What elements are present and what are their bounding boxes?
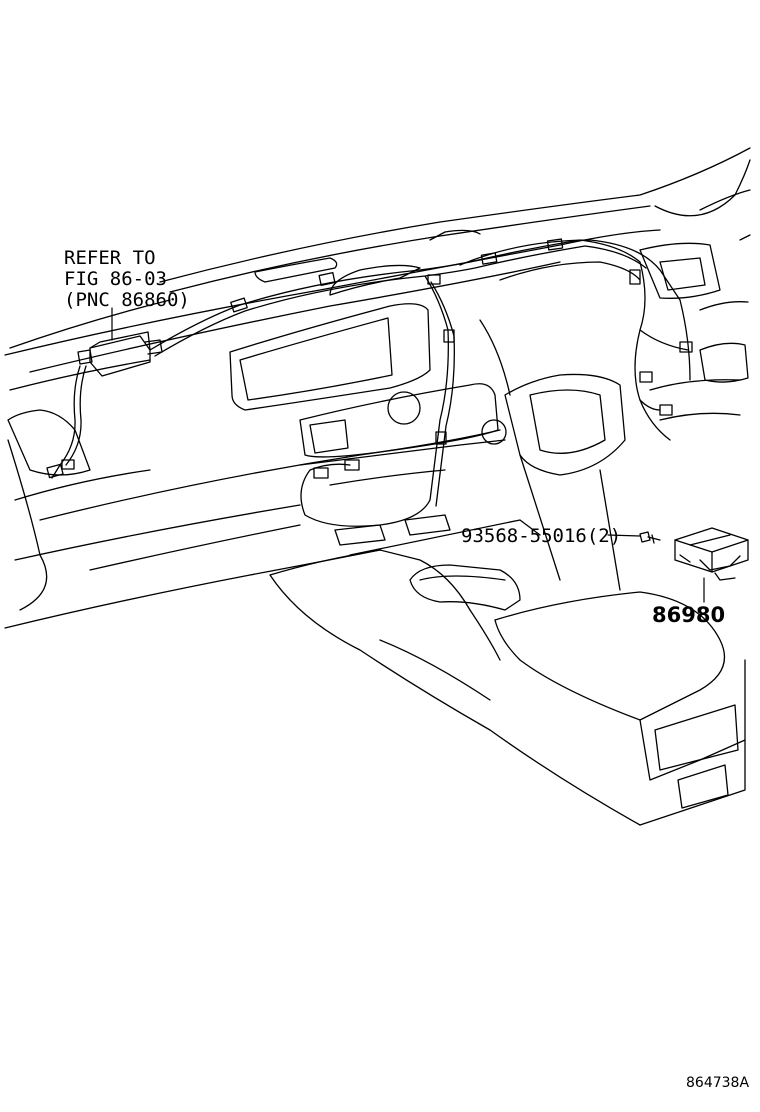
refer-pnc-label: (PNC 86860)	[64, 289, 190, 311]
figure-id: 864738A	[686, 1075, 750, 1091]
left-module	[78, 332, 162, 376]
screw-93568	[640, 532, 660, 543]
ecu-86980-module	[675, 528, 748, 580]
screw-part-number: 93568-55016(2)	[461, 525, 622, 547]
dashboard-top	[5, 230, 660, 372]
right-vents	[640, 190, 750, 420]
wire-harness	[52, 240, 688, 526]
center-display	[230, 304, 430, 410]
dashboard-left	[5, 360, 500, 628]
leader-lines	[112, 308, 704, 602]
ecu-part-number: 86980	[652, 603, 726, 627]
meter-hood	[460, 240, 690, 590]
refer-figure-label: FIG 86-03	[64, 268, 167, 290]
center-console	[270, 550, 745, 825]
windshield-outline	[10, 148, 750, 348]
harness-connectors	[47, 239, 692, 478]
refer-to-label: REFER TO	[64, 247, 156, 269]
